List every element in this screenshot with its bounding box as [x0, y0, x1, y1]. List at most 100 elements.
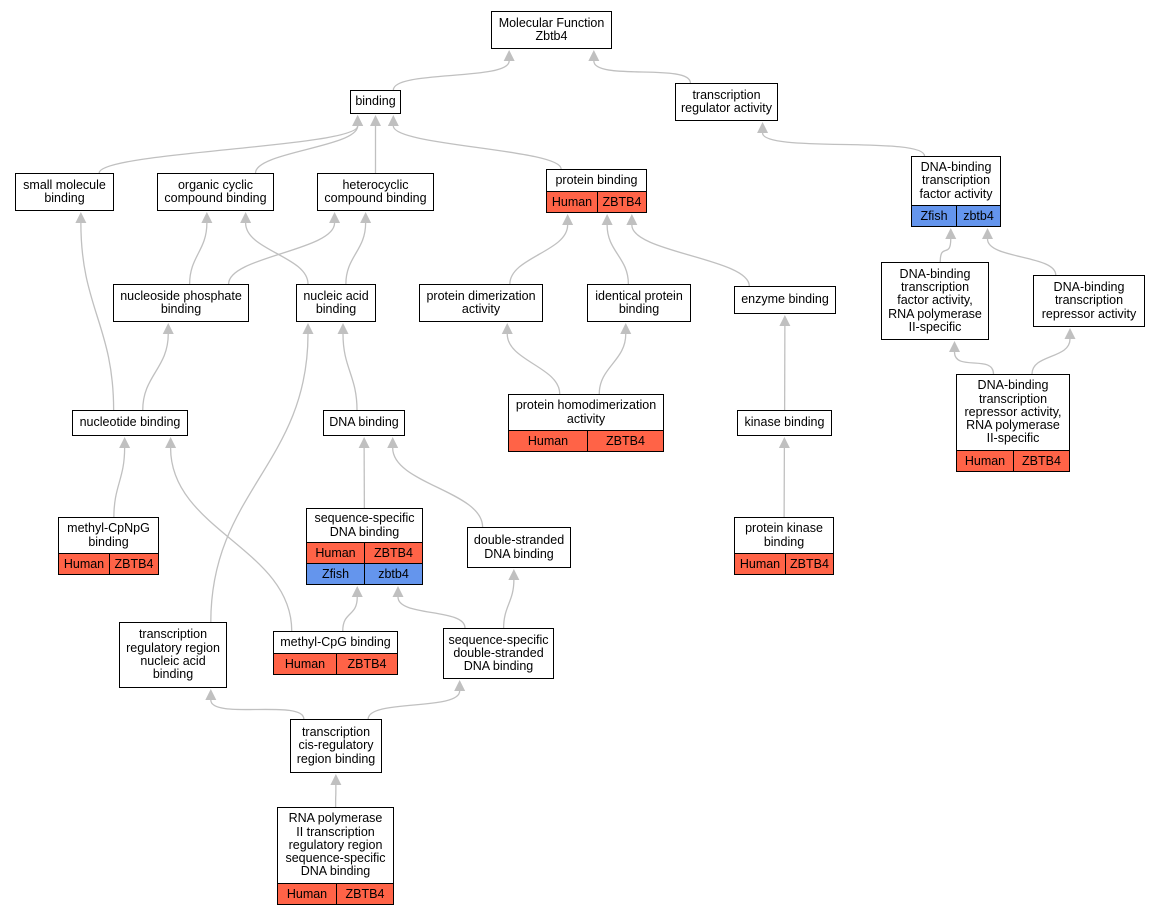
go-term-label: enzyme binding — [741, 292, 829, 307]
go-term-node-pda[interactable]: protein dimerization activity — [419, 284, 543, 322]
edge-npb-to-hcb — [227, 222, 336, 285]
go-term-node-ntb[interactable]: nucleotide binding — [72, 410, 188, 436]
go-term-label: Molecular Function Zbtb4 — [498, 15, 605, 43]
go-term-node-eb[interactable]: enzyme binding — [734, 286, 836, 314]
arrowhead — [757, 122, 769, 133]
species-label: Human — [735, 554, 786, 574]
gene-label: ZBTB4 — [114, 557, 154, 571]
arrowhead — [360, 212, 372, 223]
species-label: Human — [547, 192, 598, 212]
edge-ssdsdb-to-dsdb — [502, 579, 515, 629]
go-term-node-ocb[interactable]: organic cyclic compound binding — [157, 173, 274, 211]
arrowhead — [351, 586, 363, 597]
annotation-row: Zfish zbtb4 — [912, 205, 1000, 226]
species-label: Human — [278, 884, 337, 904]
go-term-label: binding — [355, 94, 396, 109]
go-term-label: DNA-binding transcription factor activit… — [888, 266, 982, 334]
edge-mcpg-to-ssdb — [342, 596, 358, 632]
go-term-label: small molecule binding — [23, 177, 106, 205]
species-label: Zfish — [307, 564, 365, 584]
gene-label: ZBTB4 — [602, 195, 642, 209]
go-term-node-trrnab[interactable]: transcription regulatory region nucleic … — [119, 622, 227, 688]
annotation-row: Human ZBTB4 — [274, 653, 397, 674]
arrowhead — [778, 437, 790, 448]
edge-dtra-to-dtfa — [986, 238, 1057, 276]
go-term-node-npb[interactable]: nucleoside phosphate binding — [113, 284, 249, 322]
arrowhead — [358, 437, 370, 448]
go-term-label: identical protein binding — [595, 288, 683, 316]
go-term-label: transcription cis-regulatory region bind… — [296, 725, 376, 766]
edge-trrnab-to-nab — [210, 333, 309, 623]
go-term-node-dtra2[interactable]: DNA-binding transcription repressor acti… — [956, 374, 1070, 472]
gene-label: ZBTB4 — [347, 657, 387, 671]
species-label: Human — [274, 654, 337, 674]
go-term-label: nucleic acid binding — [303, 288, 369, 316]
go-term-node-ssdsdb[interactable]: sequence-specific double-stranded DNA bi… — [443, 628, 554, 679]
arrowhead — [588, 50, 600, 61]
annotation-row: Zfish zbtb4 — [307, 563, 422, 584]
edge-nab-to-hcb — [345, 222, 367, 285]
go-term-label: protein homodimerization activity — [515, 398, 657, 426]
edge-dnab-to-nab — [342, 333, 358, 411]
go-term-node-tra[interactable]: transcription regulator activity — [675, 83, 778, 121]
go-term-node-binding[interactable]: binding — [350, 90, 401, 114]
arrowhead — [75, 212, 87, 223]
go-term-node-dtfa2[interactable]: DNA-binding transcription factor activit… — [881, 262, 989, 340]
edge-mcpnpg-to-ntb — [113, 447, 126, 518]
go-term-label: nucleoside phosphate binding — [120, 288, 242, 316]
go-term-label: DNA binding — [329, 415, 399, 430]
arrowhead — [949, 341, 960, 352]
go-term-node-rnap[interactable]: RNA polymerase II transcription regulato… — [277, 807, 394, 905]
arrowhead — [501, 323, 513, 334]
go-term-node-dnab[interactable]: DNA binding — [323, 410, 405, 436]
arrowhead — [302, 323, 314, 334]
arrowhead — [352, 115, 364, 126]
go-term-node-smb[interactable]: small molecule binding — [15, 173, 114, 211]
arrowhead — [337, 323, 349, 334]
annotation-row: Human ZBTB4 — [547, 191, 646, 212]
go-term-node-kb[interactable]: kinase binding — [737, 410, 832, 436]
edge-eb-to-pb — [631, 224, 750, 287]
arrowhead — [508, 569, 520, 580]
edge-ssdsdb-to-ssdb — [397, 596, 466, 629]
species-label: Zfish — [912, 206, 957, 226]
edge-dtfa-to-tra — [761, 132, 926, 157]
edge-dtra2-to-dtfa2 — [953, 351, 995, 375]
go-term-node-root[interactable]: Molecular Function Zbtb4 — [491, 11, 612, 49]
edge-ntb-to-smb — [80, 222, 115, 411]
edge-ntb-to-npb — [142, 333, 169, 411]
gene-label: zbtb4 — [963, 209, 994, 223]
go-term-label: methyl-CpNpG binding — [67, 521, 150, 549]
go-term-node-dtra[interactable]: DNA-binding transcription repressor acti… — [1033, 275, 1145, 327]
arrowhead — [201, 212, 213, 223]
species-label: Human — [957, 451, 1014, 471]
gene-label: ZBTB4 — [606, 434, 645, 448]
go-term-label: transcription regulatory region nucleic … — [126, 627, 220, 682]
go-term-node-tcrrb[interactable]: transcription cis-regulatory region bind… — [290, 719, 382, 773]
edge-phda-to-ipb — [598, 333, 627, 395]
arrowhead — [562, 214, 574, 225]
go-term-node-dtfa[interactable]: DNA-binding transcription factor activit… — [911, 156, 1001, 227]
go-term-node-nab[interactable]: nucleic acid binding — [296, 284, 376, 322]
edge-dsdb-to-dnab — [392, 447, 484, 528]
edge-binding-to-root — [392, 60, 510, 91]
species-label: Human — [307, 543, 365, 563]
go-term-label: sequence-specific double-stranded DNA bi… — [448, 632, 549, 674]
edge-tcrrb-to-ssdsdb — [367, 690, 461, 720]
arrowhead — [387, 115, 399, 126]
species-label: Human — [509, 431, 588, 451]
gene-label: ZBTB4 — [345, 887, 385, 901]
gene-label: zbtb4 — [378, 567, 409, 581]
go-term-label: DNA-binding transcription repressor acti… — [964, 378, 1062, 446]
go-term-node-dsdb[interactable]: double-stranded DNA binding — [467, 527, 571, 568]
go-term-node-ipb[interactable]: identical protein binding — [587, 284, 691, 322]
go-term-node-hcb[interactable]: heterocyclic compound binding — [317, 173, 434, 211]
go-term-label: nucleotide binding — [79, 415, 181, 430]
